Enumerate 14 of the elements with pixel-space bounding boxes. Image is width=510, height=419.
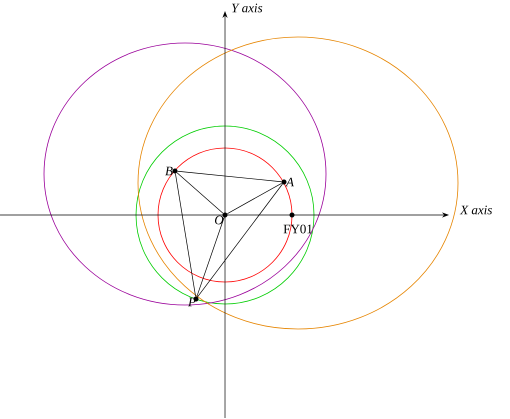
point: B — [165, 166, 178, 176]
line-segment — [176, 172, 224, 214]
node-label: O — [214, 216, 224, 224]
line-segment — [227, 182, 282, 214]
line-segment — [197, 184, 283, 298]
line-segment — [175, 173, 196, 297]
line-segment — [196, 217, 224, 297]
node-label: B — [165, 166, 173, 176]
line-segment — [177, 170, 282, 182]
node-label: A — [285, 178, 294, 186]
point: A — [282, 178, 294, 186]
axis-label: Y axis — [232, 4, 262, 12]
point: O — [214, 212, 228, 224]
axis-label: X axis — [460, 206, 492, 214]
